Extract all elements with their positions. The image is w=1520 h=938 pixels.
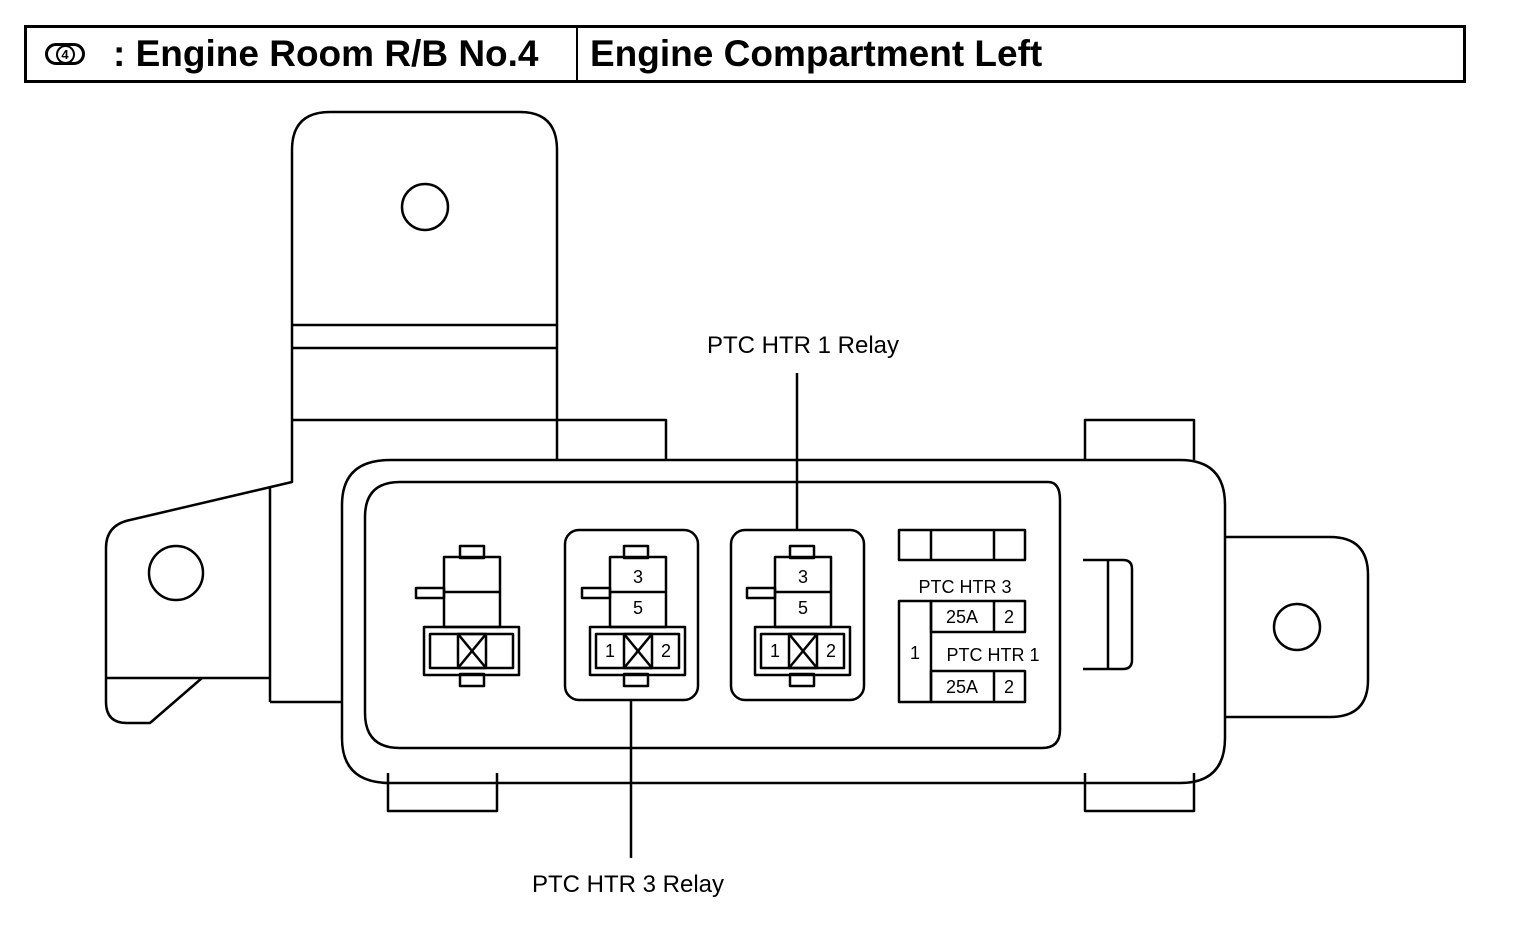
ptc-htr-3-terminal: 2 bbox=[1004, 607, 1014, 627]
common-terminal-number: 1 bbox=[910, 643, 920, 663]
relay-1-pin-3: 3 bbox=[798, 567, 808, 587]
relay-1-pin-1: 1 bbox=[770, 641, 780, 661]
ptc-htr-3-relay-label: PTC HTR 3 Relay bbox=[532, 871, 724, 898]
header-title-cell: 4 : Engine Room R/B No.4 bbox=[27, 28, 578, 80]
ptc-htr-1-fuse-row bbox=[929, 669, 1027, 704]
ptc-htr-3-fuse-row bbox=[929, 599, 1027, 634]
right-mounting-hole bbox=[1272, 602, 1322, 652]
ptc-htr-1-terminal: 2 bbox=[1004, 677, 1014, 697]
relay-1-pin-5: 5 bbox=[798, 598, 808, 618]
relay-3-pin-1: 1 bbox=[605, 641, 615, 661]
ptc-htr-1-relay-label: PTC HTR 1 Relay bbox=[707, 332, 899, 359]
left-mounting-hole bbox=[147, 544, 205, 602]
ptc-htr-3-relay bbox=[563, 528, 700, 702]
ptc-htr-3-amperage: 25A bbox=[946, 607, 978, 627]
header-bar: 4 : Engine Room R/B No.4 Engine Compartm… bbox=[24, 25, 1466, 83]
header-location-cell: Engine Compartment Left bbox=[578, 28, 1463, 80]
connector-badge-number: 4 bbox=[55, 44, 75, 64]
ptc-htr-3-fuse-name: PTC HTR 3 bbox=[918, 577, 1011, 597]
ptc-htr-1-fuse-name: PTC HTR 1 bbox=[946, 645, 1039, 665]
right-mounting-bracket bbox=[1225, 535, 1370, 719]
left-mounting-bracket bbox=[104, 420, 294, 725]
top-mounting-bracket bbox=[290, 110, 559, 460]
top-bracket-step bbox=[292, 418, 668, 460]
fuse-block bbox=[897, 528, 1027, 704]
header-location: Engine Compartment Left bbox=[590, 33, 1043, 74]
housing-inner bbox=[363, 480, 1062, 750]
header-title: : Engine Room R/B No.4 bbox=[113, 33, 539, 74]
right-latch bbox=[1083, 558, 1134, 671]
relay-3-pin-3: 3 bbox=[633, 567, 643, 587]
connector-badge: 4 bbox=[45, 43, 85, 65]
blank-relay bbox=[414, 544, 521, 688]
relay-3-pin-2: 2 bbox=[661, 641, 671, 661]
bottom-right-tab bbox=[1083, 773, 1196, 813]
ptc-htr-1-amperage: 25A bbox=[946, 677, 978, 697]
top-right-tab bbox=[1083, 418, 1196, 460]
top-mounting-hole bbox=[400, 182, 450, 232]
common-terminal-cell bbox=[897, 599, 933, 704]
relay-3-pin-5: 5 bbox=[633, 598, 643, 618]
fuse-strip bbox=[897, 528, 1027, 562]
housing-outer bbox=[340, 458, 1227, 785]
relay-1-pin-2: 2 bbox=[826, 641, 836, 661]
bottom-left-tab bbox=[386, 773, 499, 813]
